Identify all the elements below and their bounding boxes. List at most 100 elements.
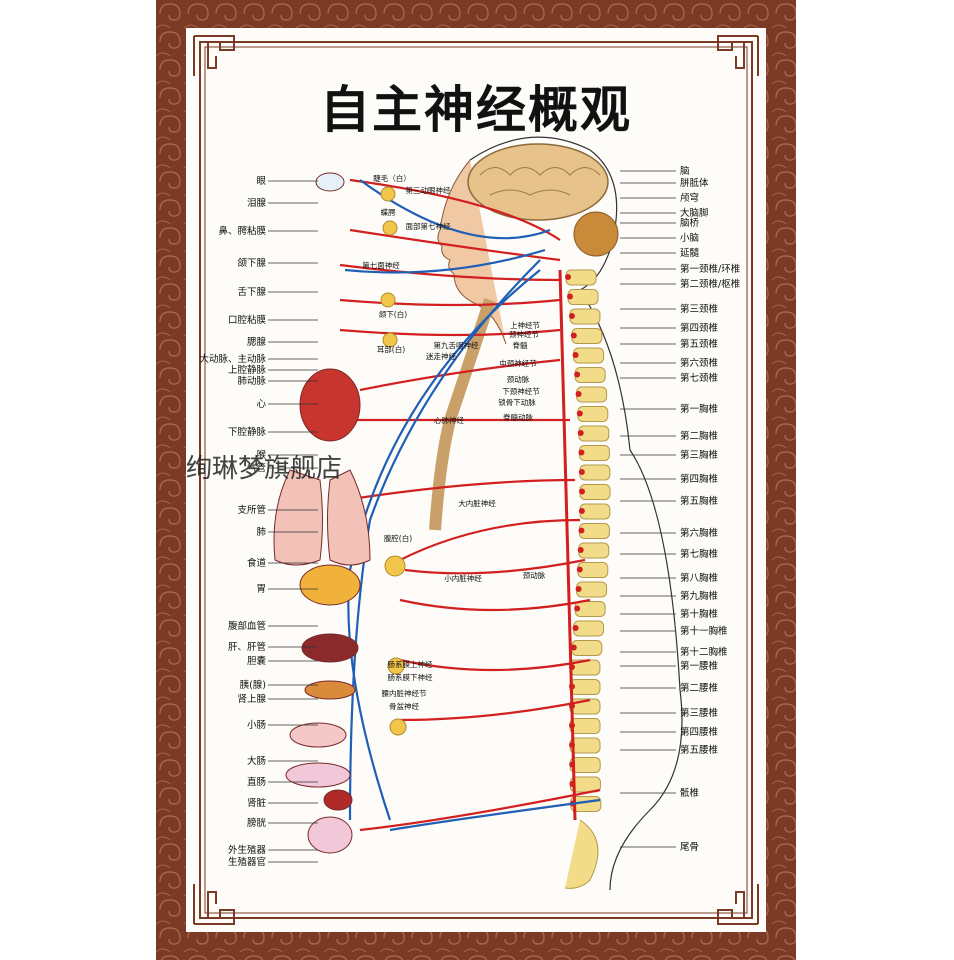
sympathetic-ganglion xyxy=(574,371,581,378)
middle-label: 颈动脉 xyxy=(523,570,546,580)
left-label: 肾脏 xyxy=(247,797,267,809)
left-label: 支所管 xyxy=(237,504,266,516)
sympathetic-ganglion xyxy=(565,274,571,280)
middle-label: 腹腔(白) xyxy=(384,533,412,543)
heart xyxy=(299,368,361,442)
right-label: 第六胸椎 xyxy=(680,527,719,539)
left-label: 颌下腺 xyxy=(237,257,266,269)
middle-label: 颌下(白) xyxy=(379,309,407,319)
small-intestine xyxy=(289,722,347,748)
sympathetic-ganglion xyxy=(570,644,577,651)
sympathetic-ganglion xyxy=(574,605,581,612)
right-label: 延髓 xyxy=(680,247,700,259)
right-label: 第十胸椎 xyxy=(680,608,719,620)
right-label: 第五腰椎 xyxy=(680,744,719,756)
corner-ornaments xyxy=(193,35,759,925)
middle-label: 第七面神经 xyxy=(362,260,400,270)
ganglia xyxy=(380,186,407,736)
eye xyxy=(315,172,345,192)
middle-label: 颈神经节 xyxy=(509,329,539,339)
right-label: 小脑 xyxy=(680,232,699,244)
brain xyxy=(467,143,609,221)
left-label: 眼 xyxy=(256,176,266,187)
watermark-text: 绚琳梦旗舰店 xyxy=(186,454,343,484)
left-label: 腹部血管 xyxy=(228,620,266,632)
sympathetic-ganglion xyxy=(568,313,575,319)
left-label: 大肠 xyxy=(247,755,266,767)
kidney xyxy=(323,789,353,811)
cerebellum xyxy=(573,211,619,257)
right-label: 胼胝体 xyxy=(680,177,709,189)
right-label: 第一腰椎 xyxy=(680,660,719,672)
right-label: 尾骨 xyxy=(680,842,699,853)
right-label: 第七胸椎 xyxy=(680,548,719,560)
left-label: 生殖器官 xyxy=(228,856,266,868)
left-label: 直肠 xyxy=(247,776,266,788)
sympathetic-ganglion xyxy=(578,508,585,514)
left-label: 肺 xyxy=(256,527,266,538)
middle-label: 迷走神经 xyxy=(426,351,456,361)
middle-label: 下颈神经节 xyxy=(502,386,540,396)
middle-label: 耳部(白) xyxy=(377,344,405,354)
left-label: 舌下腺 xyxy=(237,286,266,298)
sympathetic-ganglion xyxy=(572,352,579,358)
sympathetic-ganglion xyxy=(575,586,582,592)
right-label: 脑桥 xyxy=(680,217,700,229)
sympathetic-ganglion xyxy=(577,430,584,436)
sympathetic-ganglion xyxy=(570,332,577,339)
right-label: 第十二胸椎 xyxy=(680,646,728,658)
poster-title: 自主神经概观 xyxy=(320,81,632,139)
right-label: 第五胸椎 xyxy=(680,495,719,507)
left-label: 腮腺 xyxy=(247,336,267,348)
right-label: 第八胸椎 xyxy=(680,572,719,584)
right-label: 第七颈椎 xyxy=(680,372,719,384)
middle-label: 肠系膜下神经 xyxy=(388,672,433,682)
right-label: 大脑脚 xyxy=(680,207,709,219)
middle-label: 骨盆神经 xyxy=(389,701,419,711)
middle-label-column: 睫毛（白）第三动眼神经蝶腭面部第七神经第七面神经颌下(白)第九舌咽神经耳部(白)… xyxy=(362,173,545,711)
right-label: 第四胸椎 xyxy=(680,473,719,485)
right-label: 颅穹 xyxy=(680,192,699,204)
middle-label: 上神经节 xyxy=(510,320,540,330)
left-label: 喉 xyxy=(256,449,266,461)
right-label: 第一颈椎/环椎 xyxy=(680,263,741,275)
right-label: 第二颈椎/枢椎 xyxy=(680,278,741,290)
right-label: 第一胸椎 xyxy=(680,403,719,415)
middle-label: 第九舌咽神经 xyxy=(434,340,479,350)
sacrum xyxy=(564,819,599,889)
left-label: 上腔静脉 xyxy=(228,364,267,376)
left-label: 胆囊 xyxy=(247,655,267,667)
sympathetic-ganglion xyxy=(566,293,573,300)
left-label: 胃 xyxy=(256,584,266,595)
left-label: 大动脉、主动脉 xyxy=(199,353,266,365)
sympathetic-ganglion xyxy=(579,488,585,495)
right-label: 第二胸椎 xyxy=(680,430,719,442)
right-label: 第四腰椎 xyxy=(680,726,719,738)
sympathetic-ganglion xyxy=(578,469,585,475)
left-label: 膀胱 xyxy=(247,817,267,829)
middle-label: 心肺神经 xyxy=(434,415,464,425)
brain-folds xyxy=(479,167,601,196)
middle-label: 锁骨下动脉 xyxy=(498,397,536,407)
left-label: 胰(腺) xyxy=(240,679,266,691)
right-label: 第五颈椎 xyxy=(680,338,719,350)
left-label: 肾上腺 xyxy=(237,693,266,705)
right-label: 脑 xyxy=(680,165,690,177)
right-label: 第三腰椎 xyxy=(680,707,719,719)
sympathetic-ganglion xyxy=(576,566,583,573)
left-label: 肝、肝管 xyxy=(228,641,266,653)
large-intestine xyxy=(285,762,351,788)
liver xyxy=(301,633,359,663)
left-label: 气管 xyxy=(247,462,266,474)
left-label: 心 xyxy=(256,399,266,410)
left-label: 外生殖器 xyxy=(228,844,267,856)
sympathetic-ganglion xyxy=(578,527,585,534)
middle-label: 脊髓动脉 xyxy=(503,412,533,422)
lungs xyxy=(273,469,371,566)
middle-label: 小内脏神经 xyxy=(444,573,482,583)
right-label: 骶椎 xyxy=(680,787,700,799)
left-label: 肺动脉 xyxy=(237,375,266,387)
right-label: 第二腰椎 xyxy=(680,682,719,694)
poster-border xyxy=(193,35,759,925)
